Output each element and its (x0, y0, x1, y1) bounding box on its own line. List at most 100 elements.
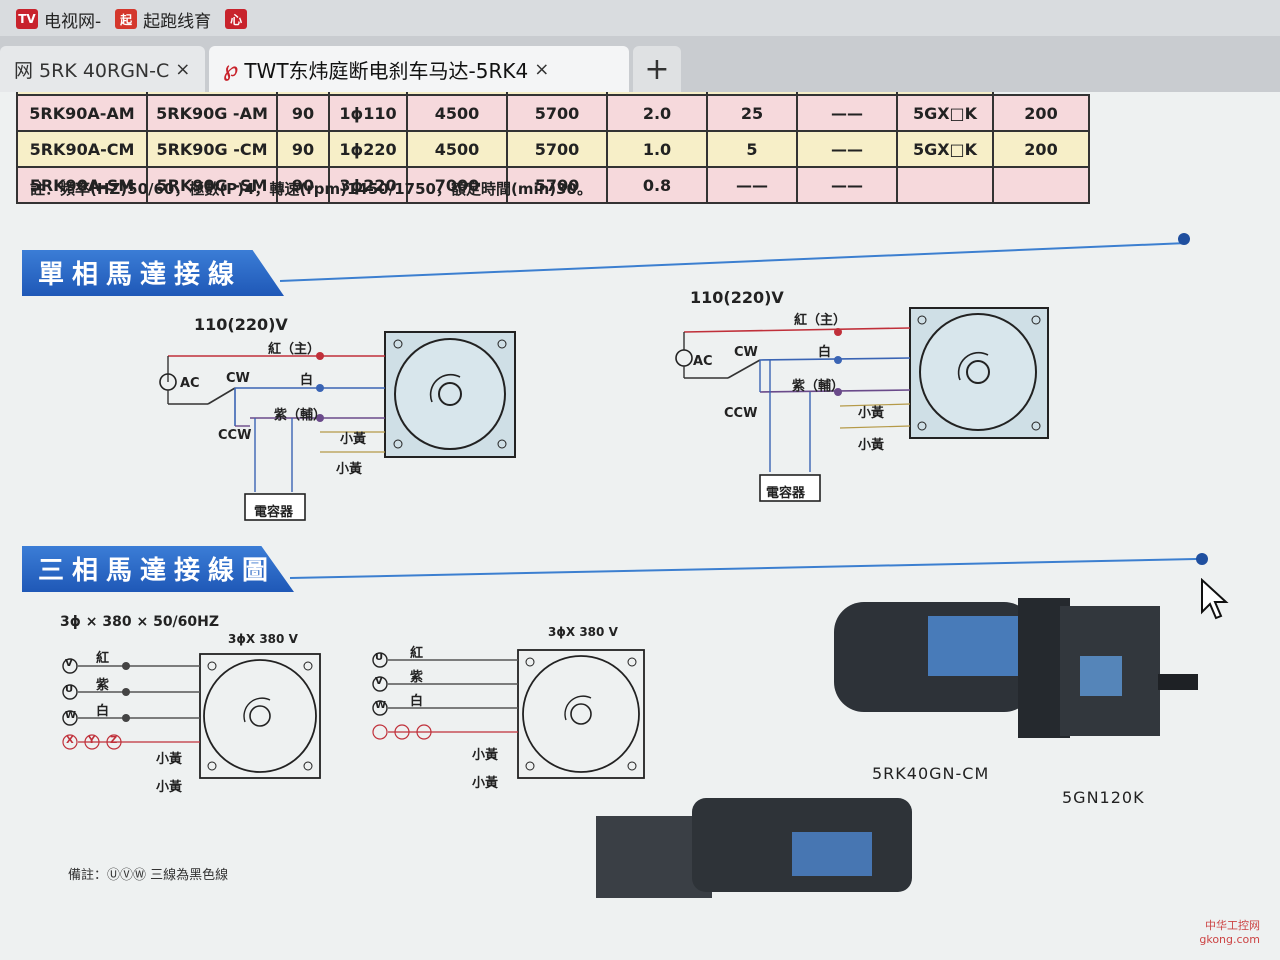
three-phase-wiring-2 (372, 649, 645, 779)
capacitor-box (759, 474, 821, 502)
spec-cell (992, 166, 1090, 204)
section-dot-icon (1178, 233, 1190, 245)
tp2-term-w: W (375, 700, 387, 711)
sp2-yellow1: 小黃 (858, 406, 885, 421)
motor-shaft (438, 382, 462, 406)
sp1-capacitor: 電容器 (254, 505, 294, 520)
sp1-ac: AC (180, 376, 200, 391)
sp2-white: 白 (818, 345, 832, 360)
sp2-voltage: 110(220)V (690, 288, 784, 307)
spec-cell: 5RK90A-AM (16, 94, 148, 132)
tp2-white: 白 (410, 694, 424, 709)
spec-cell (16, 92, 148, 96)
sp1-yellow2: 小黃 (336, 462, 363, 477)
sp2-purple: 紫（輔） (792, 379, 845, 394)
spec-cell (328, 92, 408, 96)
section-line (279, 242, 1185, 282)
tp1-motor-voltage: 3ϕX 380 V (228, 632, 298, 646)
tab-twt-motor[interactable]: ℘ TWT东炜庭断电刹车马达-5RK4 × (209, 46, 629, 92)
tp1-red: 紅 (96, 651, 110, 666)
motor-rotor (522, 655, 640, 773)
spec-cell: 1.0 (606, 130, 708, 168)
spec-cell (606, 92, 708, 96)
tp1-term-v: V (65, 658, 73, 669)
tp1-n-x: X (66, 735, 74, 746)
capacitor-box (244, 493, 306, 521)
qidian-icon: 起 (115, 9, 138, 29)
motor-photo-bottom (596, 798, 912, 898)
tp1-n-y: Y (88, 735, 96, 746)
spec-cell: 200 (992, 130, 1090, 168)
tab-label: 网 5RK 40RGN-C (14, 59, 170, 82)
motor-shaft (570, 703, 592, 725)
tp1-purple: 紫 (96, 678, 110, 693)
spec-cell: 5GX□K (896, 94, 994, 132)
tv-icon: TV (16, 9, 38, 29)
spec-cell: —— (796, 94, 898, 132)
spec-cell: 1ϕ110 (328, 94, 408, 132)
tp1-yellow2: 小黃 (156, 780, 183, 795)
spec-note: 註：頻率(HZ)50/60，極數(P)4，轉速(rpm)1450/1750，額定… (30, 180, 592, 198)
spec-cell: 3ϕ220 (328, 166, 408, 204)
spec-cell: 5700 (506, 130, 608, 168)
tab-label: TWT东炜庭断电刹车马达-5RK4 (244, 58, 529, 83)
tab-5rk40rgn[interactable]: 网 5RK 40RGN-C × (0, 46, 205, 92)
sp1-red: 紅（主） (268, 342, 321, 357)
footnote: 備註：ⓊⓋⓌ 三線為黑色線 (68, 868, 229, 883)
spec-cell: 90 (276, 94, 330, 132)
close-icon[interactable]: × (534, 58, 550, 80)
spec-cell: 7000 (406, 166, 508, 204)
sp1-cw: CW (226, 371, 250, 386)
motor-shaft (249, 705, 271, 727)
spec-cell: —— (796, 166, 898, 204)
tp2-term-v: V (375, 676, 383, 687)
sp1-white: 白 (300, 373, 314, 388)
motor-rotor (203, 659, 317, 773)
tp2-red: 紅 (410, 646, 424, 661)
single-phase-wiring-1 (159, 331, 516, 521)
three-phase-title: 三相馬達接線圖 (22, 546, 294, 592)
single-phase-title: 單相馬達接線圖 (22, 250, 284, 296)
spec-cell: 1ϕ220 (328, 130, 408, 168)
motor-shaft (966, 360, 990, 384)
spec-cell: 200 (896, 92, 994, 96)
motor-body (517, 649, 645, 779)
spec-cell (506, 92, 608, 96)
spec-cell: —— (706, 166, 798, 204)
sp1-ccw: CCW (218, 428, 252, 443)
spec-cell (706, 92, 798, 96)
watermark: 中华工控网 gkong.com (1199, 917, 1260, 946)
bookmark-qidian[interactable]: 起 起跑线育 (115, 7, 211, 32)
sp1-voltage: 110(220)V (194, 315, 288, 334)
bookmark-third[interactable]: 心 (225, 9, 248, 29)
spec-cell: 2.0 (606, 94, 708, 132)
site-logo-icon: ℘ (223, 56, 239, 82)
sp2-red: 紅（主） (794, 313, 847, 328)
tp1-term-u: U (65, 684, 74, 695)
bookmark-tv[interactable]: TV 电视网- (16, 7, 101, 32)
tp1-white: 白 (96, 704, 110, 719)
tab-strip: 网 5RK 40RGN-C × ℘ TWT东炜庭断电刹车马达-5RK4 × + (0, 36, 1280, 92)
close-icon[interactable]: × (175, 58, 191, 80)
product-caption-5rk40gn-cm: 5RK40GN-CM (872, 764, 990, 783)
spec-cell: 5RK90G -AM (146, 94, 278, 132)
spec-cell (896, 166, 994, 204)
tp2-motor-voltage: 3ϕX 380 V (548, 625, 618, 639)
spec-cell: 5700 (506, 94, 608, 132)
spec-cell: 5RK90A-SM (16, 166, 148, 204)
spec-cell (146, 92, 278, 96)
tp1-yellow1: 小黃 (156, 752, 183, 767)
tp2-yellow1: 小黃 (472, 748, 499, 763)
spec-cell: 4500 (406, 130, 508, 168)
spec-cell: 5 (706, 130, 798, 168)
tp2-yellow2: 小黃 (472, 776, 499, 791)
motor-rotor (394, 338, 506, 450)
new-tab-button[interactable]: + (633, 46, 681, 92)
spec-cell: 0.8 (606, 166, 708, 204)
spec-cell: 90 (276, 166, 330, 204)
tp2-term-u: U (375, 652, 384, 663)
